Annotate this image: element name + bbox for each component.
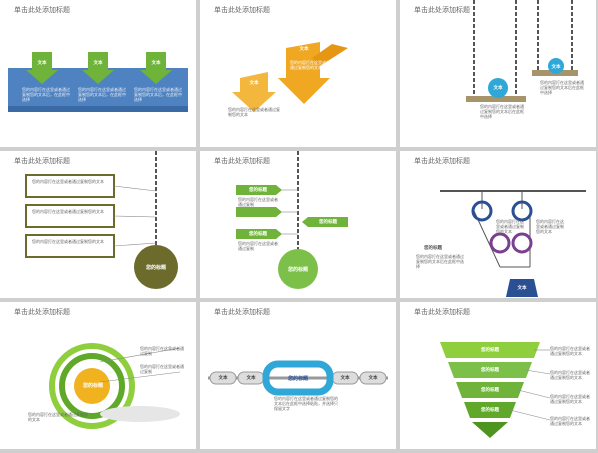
link-label-4: 文本	[368, 376, 378, 381]
content-text-3: 您的内容打在这里或者通过复制您的文本	[550, 394, 590, 404]
funnel-label-3: 您的标题	[481, 388, 499, 393]
content-text-2: 您的内容打在这里或者通过复制您的文本	[536, 219, 564, 234]
content-text-2: 您的内容打在这里或者通过复制您的文本	[32, 209, 104, 214]
content-text-3: 您的内容打在这里或者通过复制您的文本	[28, 412, 88, 422]
slide-title: 单击此处添加标题	[14, 157, 70, 165]
funnel-label-1: 您的标题	[481, 348, 499, 353]
content-text-2: 您的内容打在这里或者通过复制	[238, 241, 278, 251]
slide-thumbnail-2[interactable]: 单击此处添加标题 文本 文本 您的内容打在这里或者通过复制您的文本 您的内容打在…	[200, 0, 396, 147]
content-text-1: 您的内容打在这里或者通过复制您的文本后在此框中选择	[480, 104, 524, 119]
content-text-1: 您的内容打在这里或者通过复制	[238, 197, 278, 207]
content-text-2: 您的内容打在这里或者通过复制您的文本后，在此框中选择	[78, 87, 126, 102]
content-text-1: 您的内容打在这里或者通过复制您的文本	[550, 346, 590, 356]
weight-label: 您的标题	[145, 265, 166, 271]
green-funnel-graphic	[440, 342, 551, 438]
slide-title: 单击此处添加标题	[14, 308, 70, 316]
content-text-1: 您的内容打在这里或者通过复制	[140, 346, 184, 356]
content-text-1: 您的内容打在这里或者通过复制您的文本	[32, 179, 104, 184]
slide-thumbnail-8[interactable]: 单击此处添加标题 文本 文本 您的标题 文本 文本 您的内容打在这里或者通过复制…	[200, 302, 396, 449]
content-text-1: 您的内容打在这里或者通过复制您的文本	[496, 219, 524, 234]
ball-label-2: 文本	[551, 65, 561, 70]
content-text-1: 您的内容打在这里或者通过复制您的文本后，在此框中选择	[22, 87, 70, 102]
weight-label: 文本	[517, 286, 527, 291]
slide-thumbnail-5[interactable]: 单击此处添加标题 您的标题 您的标题 您的标题 您的内容打在这里或者通过复制 您…	[200, 151, 396, 298]
slide-thumbnail-1[interactable]: 单击此处添加标题 文本 文本 文本 您的内容打在这里或者通过复制您的文本后，在此…	[0, 0, 196, 147]
swing-chains-graphic	[466, 0, 578, 102]
green-arrows-graphic	[8, 52, 188, 112]
tag-label-2: 您的标题	[249, 232, 267, 237]
slide-thumbnail-7[interactable]: 单击此处添加标题 您的标题 您的内容打在这里或者通过复制 您的内容打在这里或者通…	[0, 302, 196, 449]
arrow-label-3: 文本	[151, 61, 161, 66]
link-label-2: 文本	[246, 376, 256, 381]
pulley-graphic	[440, 190, 586, 297]
link-label-1: 文本	[218, 376, 228, 381]
content-text-3: 您的内容打在这里或者通过复制您的文本后在此框中选择	[416, 254, 464, 269]
hanging-weight-graphic	[25, 151, 178, 289]
slide-thumbnail-9[interactable]: 单击此处添加标题 您的标题 您的标题 您的标题 您的标题 您的内容打在这里或者通…	[400, 302, 596, 449]
content-text-3: 您的内容打在这里或者通过复制您的文本	[32, 239, 104, 244]
center-link-label: 您的标题	[287, 376, 308, 382]
center-label: 您的标题	[82, 383, 103, 389]
slide-title: 单击此处添加标题	[214, 308, 270, 316]
content-text-2: 您的内容打在这里或者通过复制您的文本	[550, 370, 590, 380]
tag-label-1: 您的标题	[249, 188, 267, 193]
slide-title: 单击此处添加标题	[214, 6, 270, 14]
tag-label-3: 您的标题	[319, 220, 337, 225]
content-text-1: 您的内容打在这里或者通过复制您的文本	[290, 60, 330, 70]
concentric-rings-graphic	[49, 343, 181, 429]
title-label: 您的标题	[424, 246, 442, 251]
content-text-2: 您的内容打在这里或者通过复制	[140, 364, 184, 374]
slide-title: 单击此处添加标题	[414, 308, 470, 316]
link-label-3: 文本	[340, 376, 350, 381]
content-text-2: 您的内容打在这里或者通过复制您的文本	[228, 107, 280, 117]
arrow-label-1: 文本	[37, 61, 47, 66]
slide-title: 单击此处添加标题	[414, 157, 470, 165]
arrow-label-2: 文本	[249, 81, 259, 86]
yellow-arrows-graphic	[232, 42, 348, 112]
chain-link-graphic	[208, 360, 388, 396]
slide-thumbnail-6[interactable]: 单击此处添加标题 您的内容打在这里或者通过复制您的文本 您的内容打在这里或者通过…	[400, 151, 596, 298]
arrow-label-1: 文本	[299, 47, 309, 52]
funnel-label-2: 您的标题	[481, 368, 499, 373]
slide-title: 单击此处添加标题	[414, 6, 470, 14]
content-text-1: 您的内容打在这里或者通过复制您的文本后在此框中选择粘贴，并选择只保留文字	[274, 396, 338, 411]
hanging-tags-graphic	[236, 151, 348, 289]
weight-label: 您的标题	[287, 267, 308, 273]
slide-thumbnail-4[interactable]: 单击此处添加标题 您的内容打在这里或者通过复制您的文本 您的内容打在这里或者通过…	[0, 151, 196, 298]
content-text-4: 您的内容打在这里或者通过复制您的文本	[550, 416, 590, 426]
content-text-2: 您的内容打在这里或者通过复制您的文本后在此框中选择	[540, 80, 584, 95]
content-text-3: 您的内容打在这里或者通过复制您的文本后，在此框中选择	[134, 87, 182, 102]
slide-thumbnail-3[interactable]: 单击此处添加标题 文本 文本 您的内容打在这里或者通过复制您的文本后在此框中选择…	[400, 0, 596, 147]
slide-title: 单击此处添加标题	[14, 6, 70, 14]
arrow-label-2: 文本	[93, 61, 103, 66]
slide-title: 单击此处添加标题	[214, 157, 270, 165]
ball-label-1: 文本	[493, 86, 503, 91]
funnel-label-4: 您的标题	[481, 408, 499, 413]
